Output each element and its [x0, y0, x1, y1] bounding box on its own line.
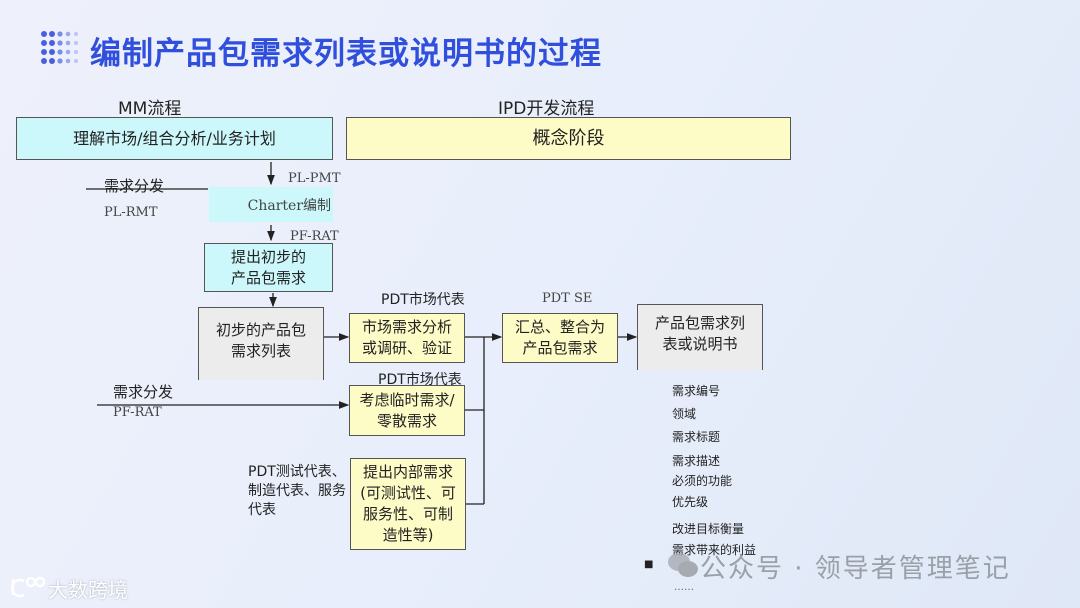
field-item: 需求描述 — [672, 454, 721, 468]
pdt-market-label-1: PDT市场代表 — [381, 292, 465, 308]
page-title: 编制产品包需求列表或说明书的过程 — [90, 36, 602, 72]
field-item: 需求编号 — [672, 384, 721, 398]
initial-req-box: 提出初步的产品包需求 — [204, 243, 333, 292]
pdt-se-label: PDT SE — [542, 291, 593, 306]
ellipsis: …… — [674, 582, 694, 593]
ipd-process-label: IPD开发流程 — [498, 99, 595, 119]
concept-phase-box: 概念阶段 — [346, 117, 791, 160]
req-dist-label-1: 需求分发 — [104, 177, 165, 195]
pl-rmt-label: PL-RMT — [104, 205, 158, 220]
bullet-icon: ■ — [644, 559, 654, 570]
pf-rat-label-2: PF-RAT — [113, 405, 162, 420]
pdt-others-label: PDT测试代表、制造代表、服务代表 — [248, 464, 346, 518]
pf-rat-label-1: PF-RAT — [290, 229, 339, 244]
consolidate-box: 汇总、整合为产品包需求 — [502, 313, 618, 363]
wechat-icon — [668, 553, 698, 577]
title-dots-icon — [41, 31, 78, 64]
req-dist-label-2: 需求分发 — [113, 383, 174, 401]
field-item: 需求标题 — [672, 430, 721, 444]
market-box: 理解市场/组合分析/业务计划 — [16, 117, 333, 160]
temp-req-box: 考虑临时需求/零散需求 — [349, 385, 465, 436]
watermark: 公众号 · 领导者管理笔记 — [700, 554, 1011, 584]
pl-pmt-label: PL-PMT — [288, 171, 341, 186]
field-item: 改进目标衡量 — [672, 522, 745, 536]
logo-text: 大数跨境 — [48, 578, 128, 602]
field-item: 领域 — [672, 407, 697, 421]
final-spec-box: 产品包需求列表或说明书 — [637, 304, 763, 370]
market-analysis-box: 市场需求分析或调研、验证 — [349, 313, 465, 363]
internal-req-box: 提出内部需求(可测试性、可服务性、可制造性等) — [350, 458, 466, 550]
field-item: 必须的功能 — [672, 474, 733, 488]
charter-box: Charter编制 — [209, 187, 333, 222]
field-item: 优先级 — [672, 495, 709, 509]
mm-process-label: MM流程 — [118, 99, 182, 119]
logo-icon — [10, 576, 46, 598]
pdt-market-label-2: PDT市场代表 — [378, 372, 462, 388]
field-item: 需求带来的利益 — [672, 543, 757, 557]
initial-list-box: 初步的产品包需求列表 — [198, 307, 324, 380]
